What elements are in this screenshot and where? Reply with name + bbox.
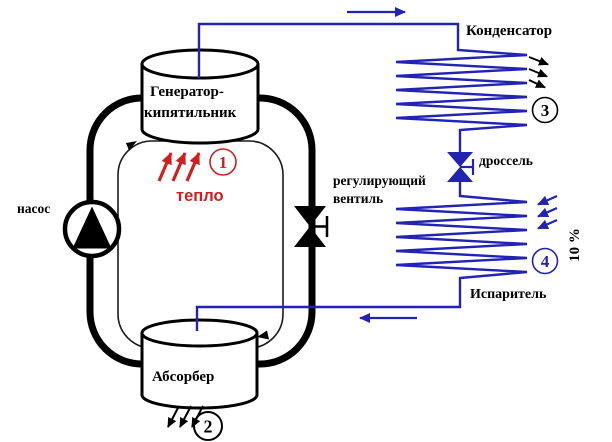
evaporator-in-arrow-2-icon [537,206,558,218]
concentration-label: 10 % [567,228,583,262]
evaporator-in-arrow-3-icon [537,218,558,230]
generator-label-line2: кипятильник [144,105,237,121]
generator-vessel [140,48,260,145]
regulating-valve-label-line2: вентиль [333,191,383,206]
throttle-label: дроссель [479,153,533,168]
evaporator-coil-pipe [195,182,528,331]
condenser-out-arrow-1-icon [528,56,549,66]
condenser-coil-pipe [197,22,528,152]
throttle-valve-icon-lower [447,167,473,182]
marker-4-circle [531,247,559,275]
inner-loop-arrow-top-icon [126,141,137,151]
heat-label: тепло [176,187,224,205]
heat-in-arrow-1-icon [157,152,173,182]
regulating-valve-label-line1: регулирующий [333,173,426,188]
marker-2-number: 2 [204,417,213,437]
inner-circulation-loop [117,140,284,349]
evaporator-label: Испаритель [470,287,547,302]
generator-label-line1: Генератор- [150,84,224,100]
marker-4-number: 4 [541,252,550,271]
pump-label: насос [17,201,50,216]
absorber-out-arrow-2-icon [179,405,192,428]
absorber-vessel-rim [140,332,259,348]
absorber-label: Абсорбер [152,369,214,385]
marker-2-circle [193,411,223,441]
condenser-out-arrow-3-icon [528,79,546,89]
pump-triangle-icon [72,206,112,249]
marker-1-circle [209,148,237,176]
heat-in-arrow-2-icon [171,152,187,182]
marker-3-number: 3 [541,101,550,120]
absorber-out-arrow-1-icon [167,405,180,428]
condenser-out-arrow-2-icon [528,68,548,78]
regulating-valve-icon-lower [294,226,326,247]
regulating-valve-icon [294,206,326,227]
absorber-vessel [140,318,259,410]
condenser-label: Конденсатор [466,23,552,39]
inner-loop-arrow-bottom-icon [257,330,269,340]
throttle-valve-icon [447,152,473,167]
evaporator-in-arrow-1-icon [537,194,558,206]
marker-1-number: 1 [219,153,228,172]
marker-3-circle [531,96,559,124]
heat-in-arrow-3-icon [185,152,201,182]
